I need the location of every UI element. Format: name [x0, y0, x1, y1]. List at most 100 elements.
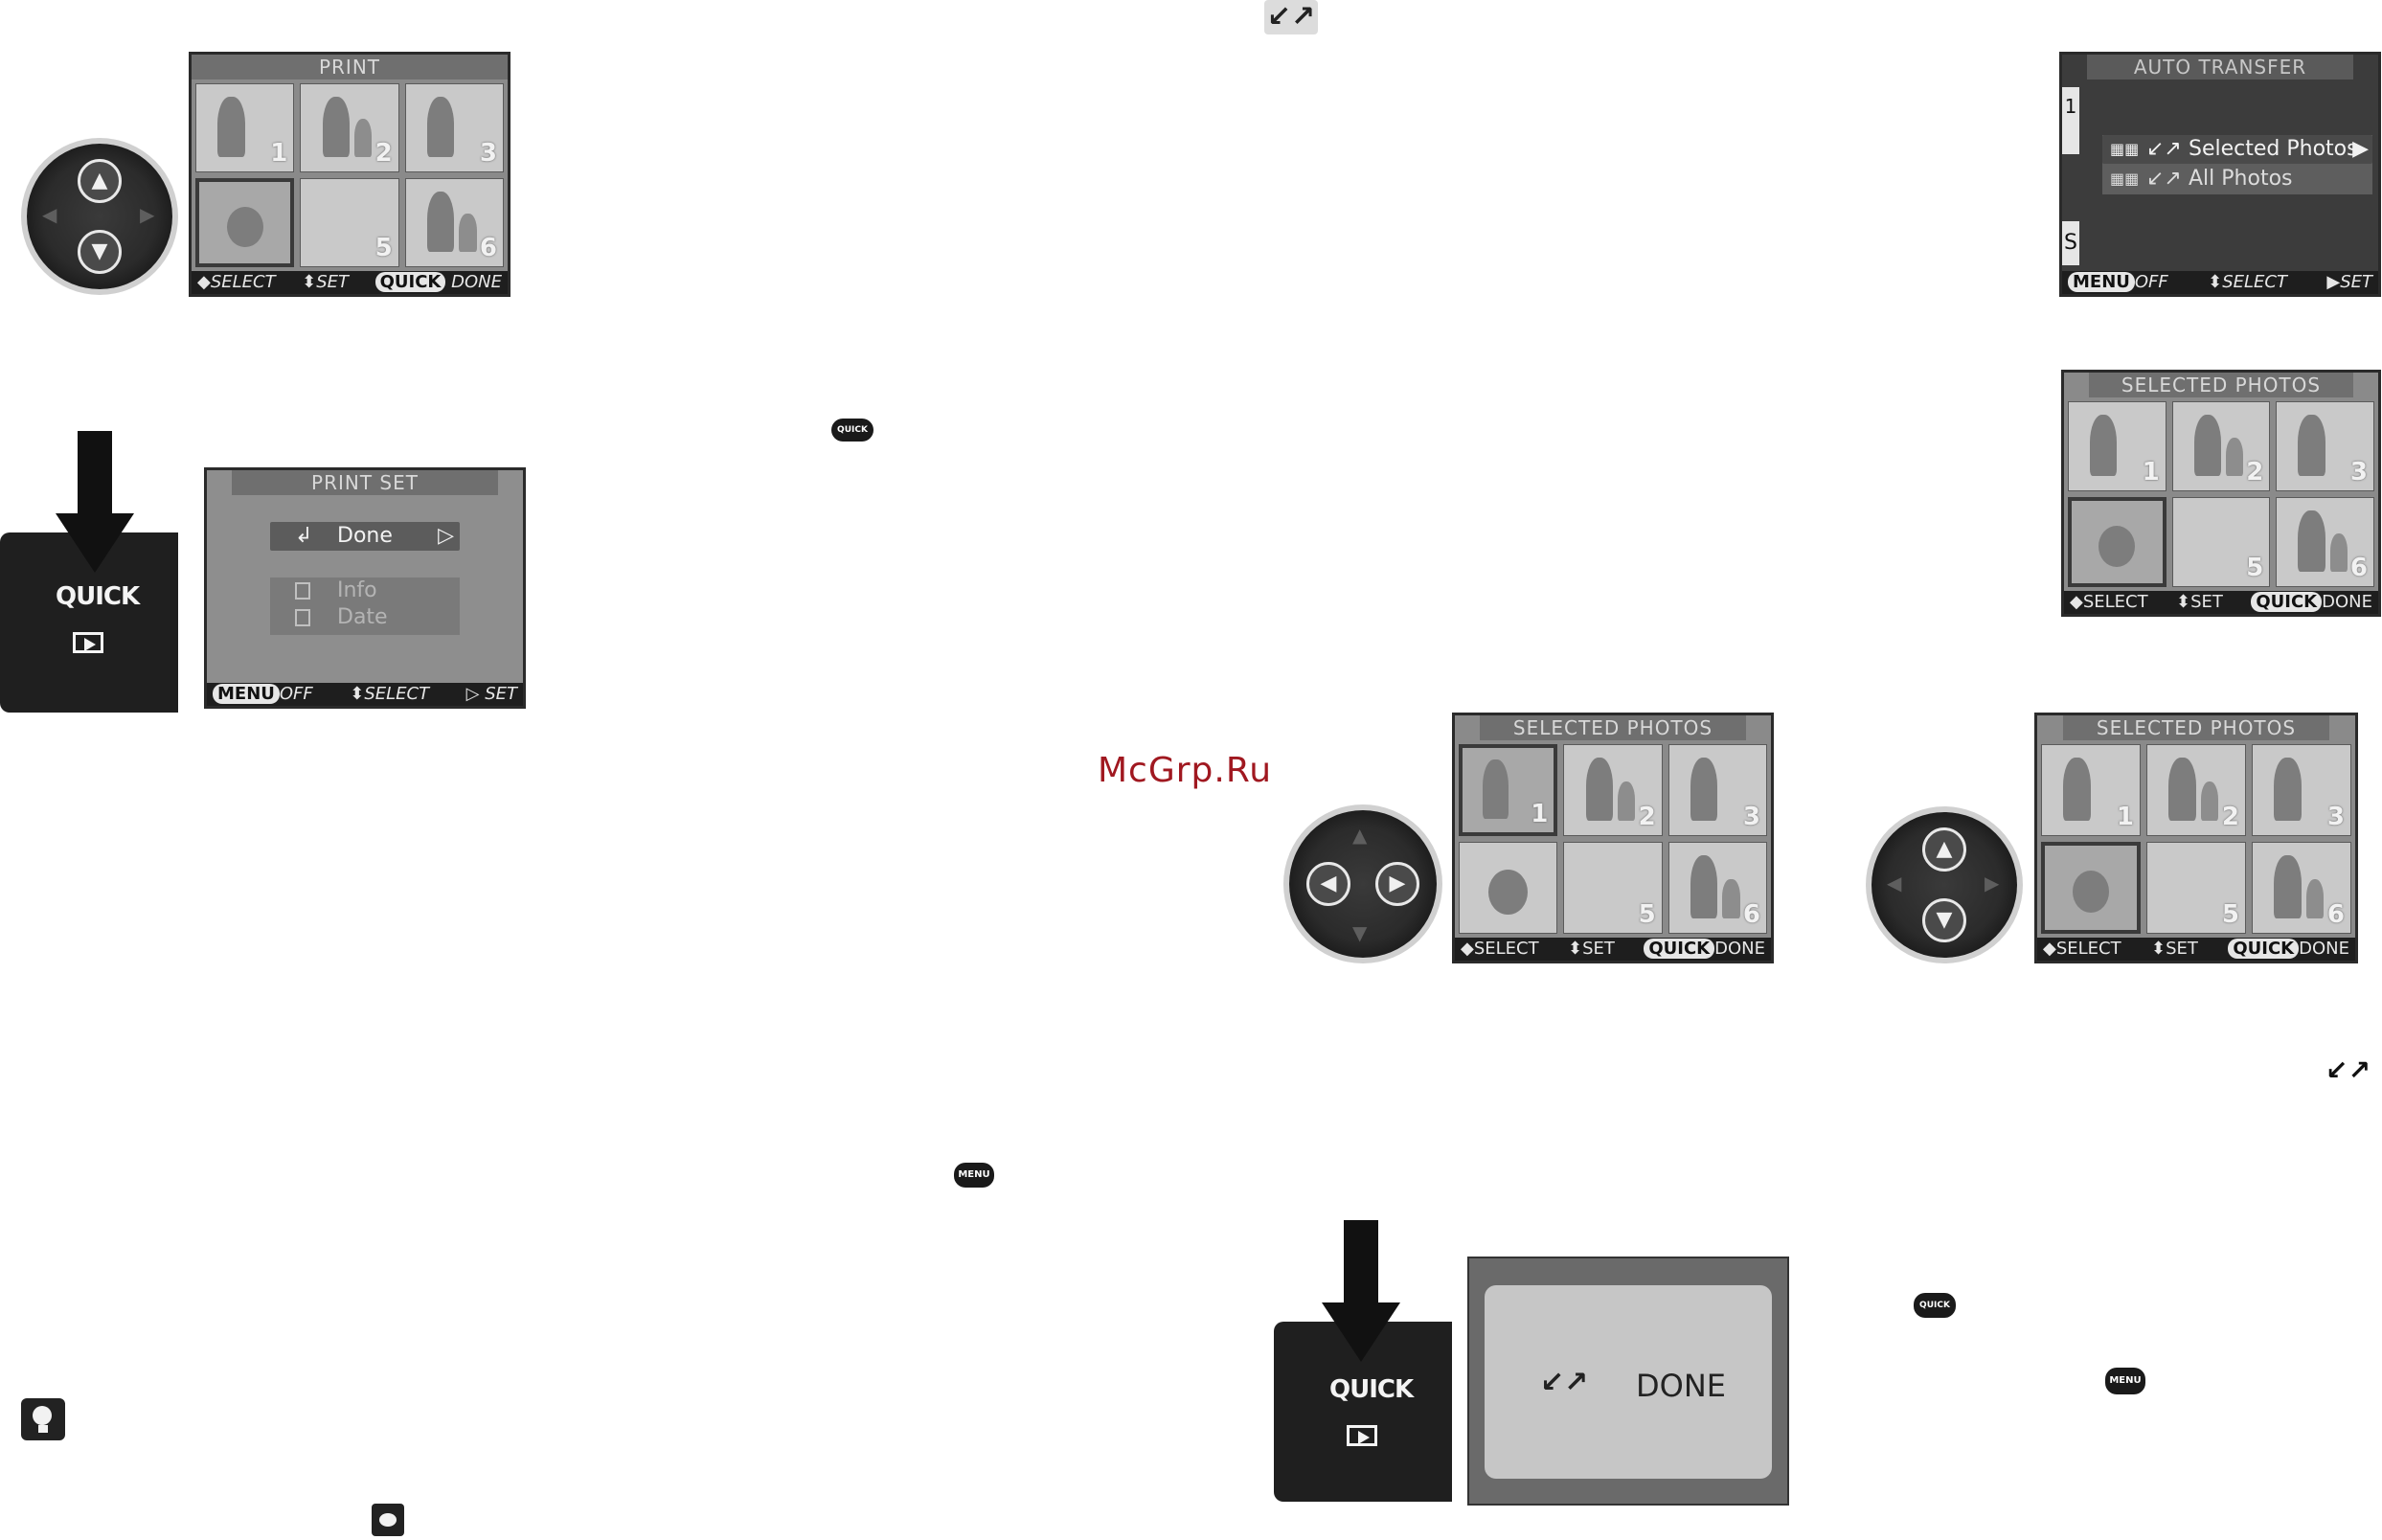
thumb-number: 2: [374, 139, 393, 168]
thumbnail[interactable]: 3: [2252, 744, 2351, 836]
select-hint: ◆SELECT: [2043, 939, 2121, 959]
side-tab-letter: S: [2062, 221, 2079, 265]
select-hint: ◆SELECT: [197, 272, 276, 292]
print-thumb-grid: 1 2 3 5 6: [195, 83, 504, 267]
grid-icon: ▦▦: [2110, 140, 2140, 158]
lightbulb-tip-icon: [21, 1398, 65, 1440]
print-set-title: PRINT SET: [232, 470, 498, 495]
thumb-number: 3: [2326, 803, 2345, 831]
thumb-number: 1: [270, 139, 288, 168]
thumb-number: 3: [1742, 803, 1760, 831]
thumbnail[interactable]: 6: [2252, 842, 2351, 934]
right-triangle-icon: ▶: [2352, 137, 2369, 161]
grid-icon: ▦▦: [2110, 170, 2140, 188]
watermark-text: McGrp.Ru: [1098, 751, 1273, 790]
multi-selector-up-down-right: ▲ ▼ ◀ ▶: [1872, 812, 2017, 958]
right-arrow-icon: ▶: [1985, 872, 2000, 895]
thumbnail[interactable]: 1: [195, 83, 295, 172]
selected-photos-title: SELECTED PHOTOS: [2089, 373, 2353, 397]
thumb-number: 5: [1638, 900, 1656, 929]
auto-transfer-title: AUTO TRANSFER: [2087, 55, 2353, 79]
set-hint: ⬍SET: [302, 272, 350, 292]
menu-badge-icon: MENU: [2105, 1368, 2145, 1394]
return-icon: ↲: [295, 524, 313, 548]
play-icon: [73, 632, 103, 653]
thumbnail[interactable]: 2: [300, 83, 399, 172]
set-hint: ▶SET: [2326, 272, 2372, 292]
thumbnail[interactable]: 3: [1667, 744, 1767, 836]
checkbox-icon[interactable]: [295, 609, 310, 626]
quick-button[interactable]: QUICK: [1329, 1375, 1414, 1404]
thumbnail[interactable]: 5: [1563, 842, 1663, 934]
thumbnail-selected[interactable]: [195, 178, 295, 267]
thumbnail[interactable]: 6: [404, 178, 504, 267]
set-hint: ▷ SET: [465, 684, 517, 704]
quick-badge-icon: QUICK: [1914, 1293, 1956, 1318]
thumb-number: 5: [2221, 900, 2239, 929]
right-triangle-icon: ▷: [438, 524, 454, 548]
done-label: DONE: [1636, 1368, 1726, 1404]
up-arrow-icon: ▲: [1352, 824, 1368, 847]
thumbnail[interactable]: 2: [2171, 401, 2271, 491]
thumbnail[interactable]: 5: [2146, 842, 2246, 934]
thumbnail[interactable]: 6: [2276, 497, 2374, 587]
menu-item-selected-photos[interactable]: ▦▦ ↙↗ Selected Photos ▶: [2102, 135, 2372, 164]
thumb-number: 1: [2142, 458, 2160, 487]
thumb-number: 3: [479, 139, 497, 168]
thumbnail[interactable]: 3: [404, 83, 504, 172]
thumbnail[interactable]: 3: [2276, 401, 2374, 491]
print-screen-footer: ◆SELECT ⬍SET QUICK DONE: [192, 271, 508, 294]
auto-transfer-screen: AUTO TRANSFER 1 S ▦▦ ↙↗ Selected Photos …: [2059, 52, 2381, 297]
thumbnail[interactable]: 2: [1563, 744, 1663, 836]
select-hint: ◆SELECT: [1461, 939, 1539, 959]
down-arrow-icon: ▼: [78, 230, 122, 274]
thumbnail[interactable]: 5: [300, 178, 399, 267]
transfer-mark-icon-right: ↙↗: [2325, 1054, 2371, 1086]
thumbnail[interactable]: 5: [2171, 497, 2271, 587]
quick-badge-icon: QUICK: [831, 419, 873, 442]
thumb-number: 6: [2349, 554, 2368, 582]
thumb-number: 2: [2221, 803, 2239, 831]
select-hint: ⬍SELECT: [350, 684, 430, 704]
thumbnail[interactable]: 6: [1667, 842, 1767, 934]
done-panel: ↙↗ DONE: [1485, 1285, 1772, 1479]
selected-photos-title: SELECTED PHOTOS: [1480, 715, 1746, 740]
thumbnail[interactable]: 2: [2146, 744, 2246, 836]
menu-item-all-photos[interactable]: ▦▦ ↙↗ All Photos: [2102, 165, 2372, 193]
thumb-number: 6: [479, 234, 497, 262]
menu-item-date[interactable]: Date: [270, 604, 460, 631]
transfer-wave-icon: ↙↗: [2146, 167, 2182, 191]
viewfinder-icon: [372, 1504, 404, 1536]
down-arrow-icon: ▼: [1922, 898, 1966, 942]
quick-button[interactable]: QUICK: [56, 582, 140, 611]
right-arrow-icon: ▶: [140, 203, 155, 226]
thumbnail[interactable]: [1459, 842, 1558, 934]
left-arrow-icon: ◀: [1306, 862, 1350, 906]
menu-item-done[interactable]: ↲ Done ▷: [270, 522, 460, 551]
thumbnail[interactable]: 1: [2041, 744, 2141, 836]
menu-item-info[interactable]: Info: [270, 578, 460, 604]
thumbnail-selected[interactable]: [2041, 842, 2141, 934]
print-set-options-box: Info Date: [270, 578, 460, 635]
thumb-number: 5: [2246, 554, 2264, 582]
thumb-number: 2: [2246, 458, 2264, 487]
thumbnail-selected[interactable]: [2068, 497, 2166, 587]
transfer-wave-icon: ↙↗: [1540, 1366, 1589, 1399]
left-arrow-icon: ◀: [42, 203, 57, 226]
thumbnail-selected[interactable]: 1: [1459, 744, 1558, 836]
transfer-wave-icon: ↙↗: [2146, 137, 2182, 161]
up-arrow-icon: ▲: [1922, 827, 1966, 872]
menu-item-label: All Photos: [2189, 167, 2293, 191]
checkbox-icon[interactable]: [295, 582, 310, 600]
selected-photos-screen-1: SELECTED PHOTOS 1 2 3 5 6 ◆SELECT ⬍SET Q…: [2061, 370, 2381, 617]
thumbnail[interactable]: 1: [2068, 401, 2166, 491]
play-icon: [1347, 1425, 1377, 1446]
selected-photos-grid: 1 2 3 5 6: [1459, 744, 1767, 934]
